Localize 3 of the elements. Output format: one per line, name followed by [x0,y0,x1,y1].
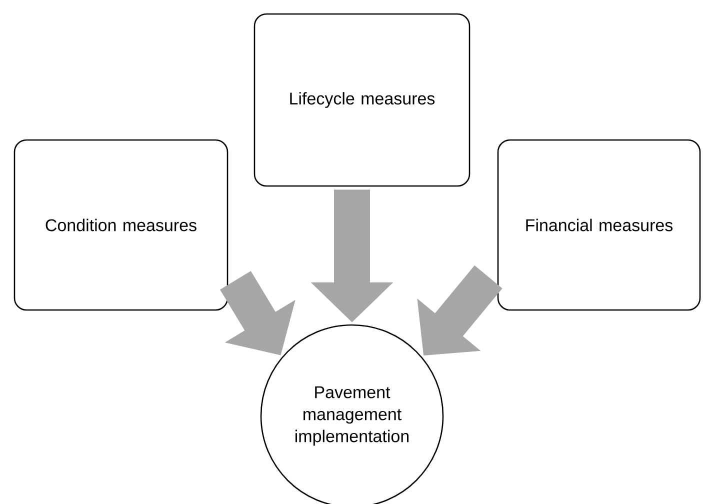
rounded-box: Lifecycle measures [254,13,470,187]
rounded-box: Financial measures [497,139,701,311]
rounded-box: Condition measures [14,139,228,311]
